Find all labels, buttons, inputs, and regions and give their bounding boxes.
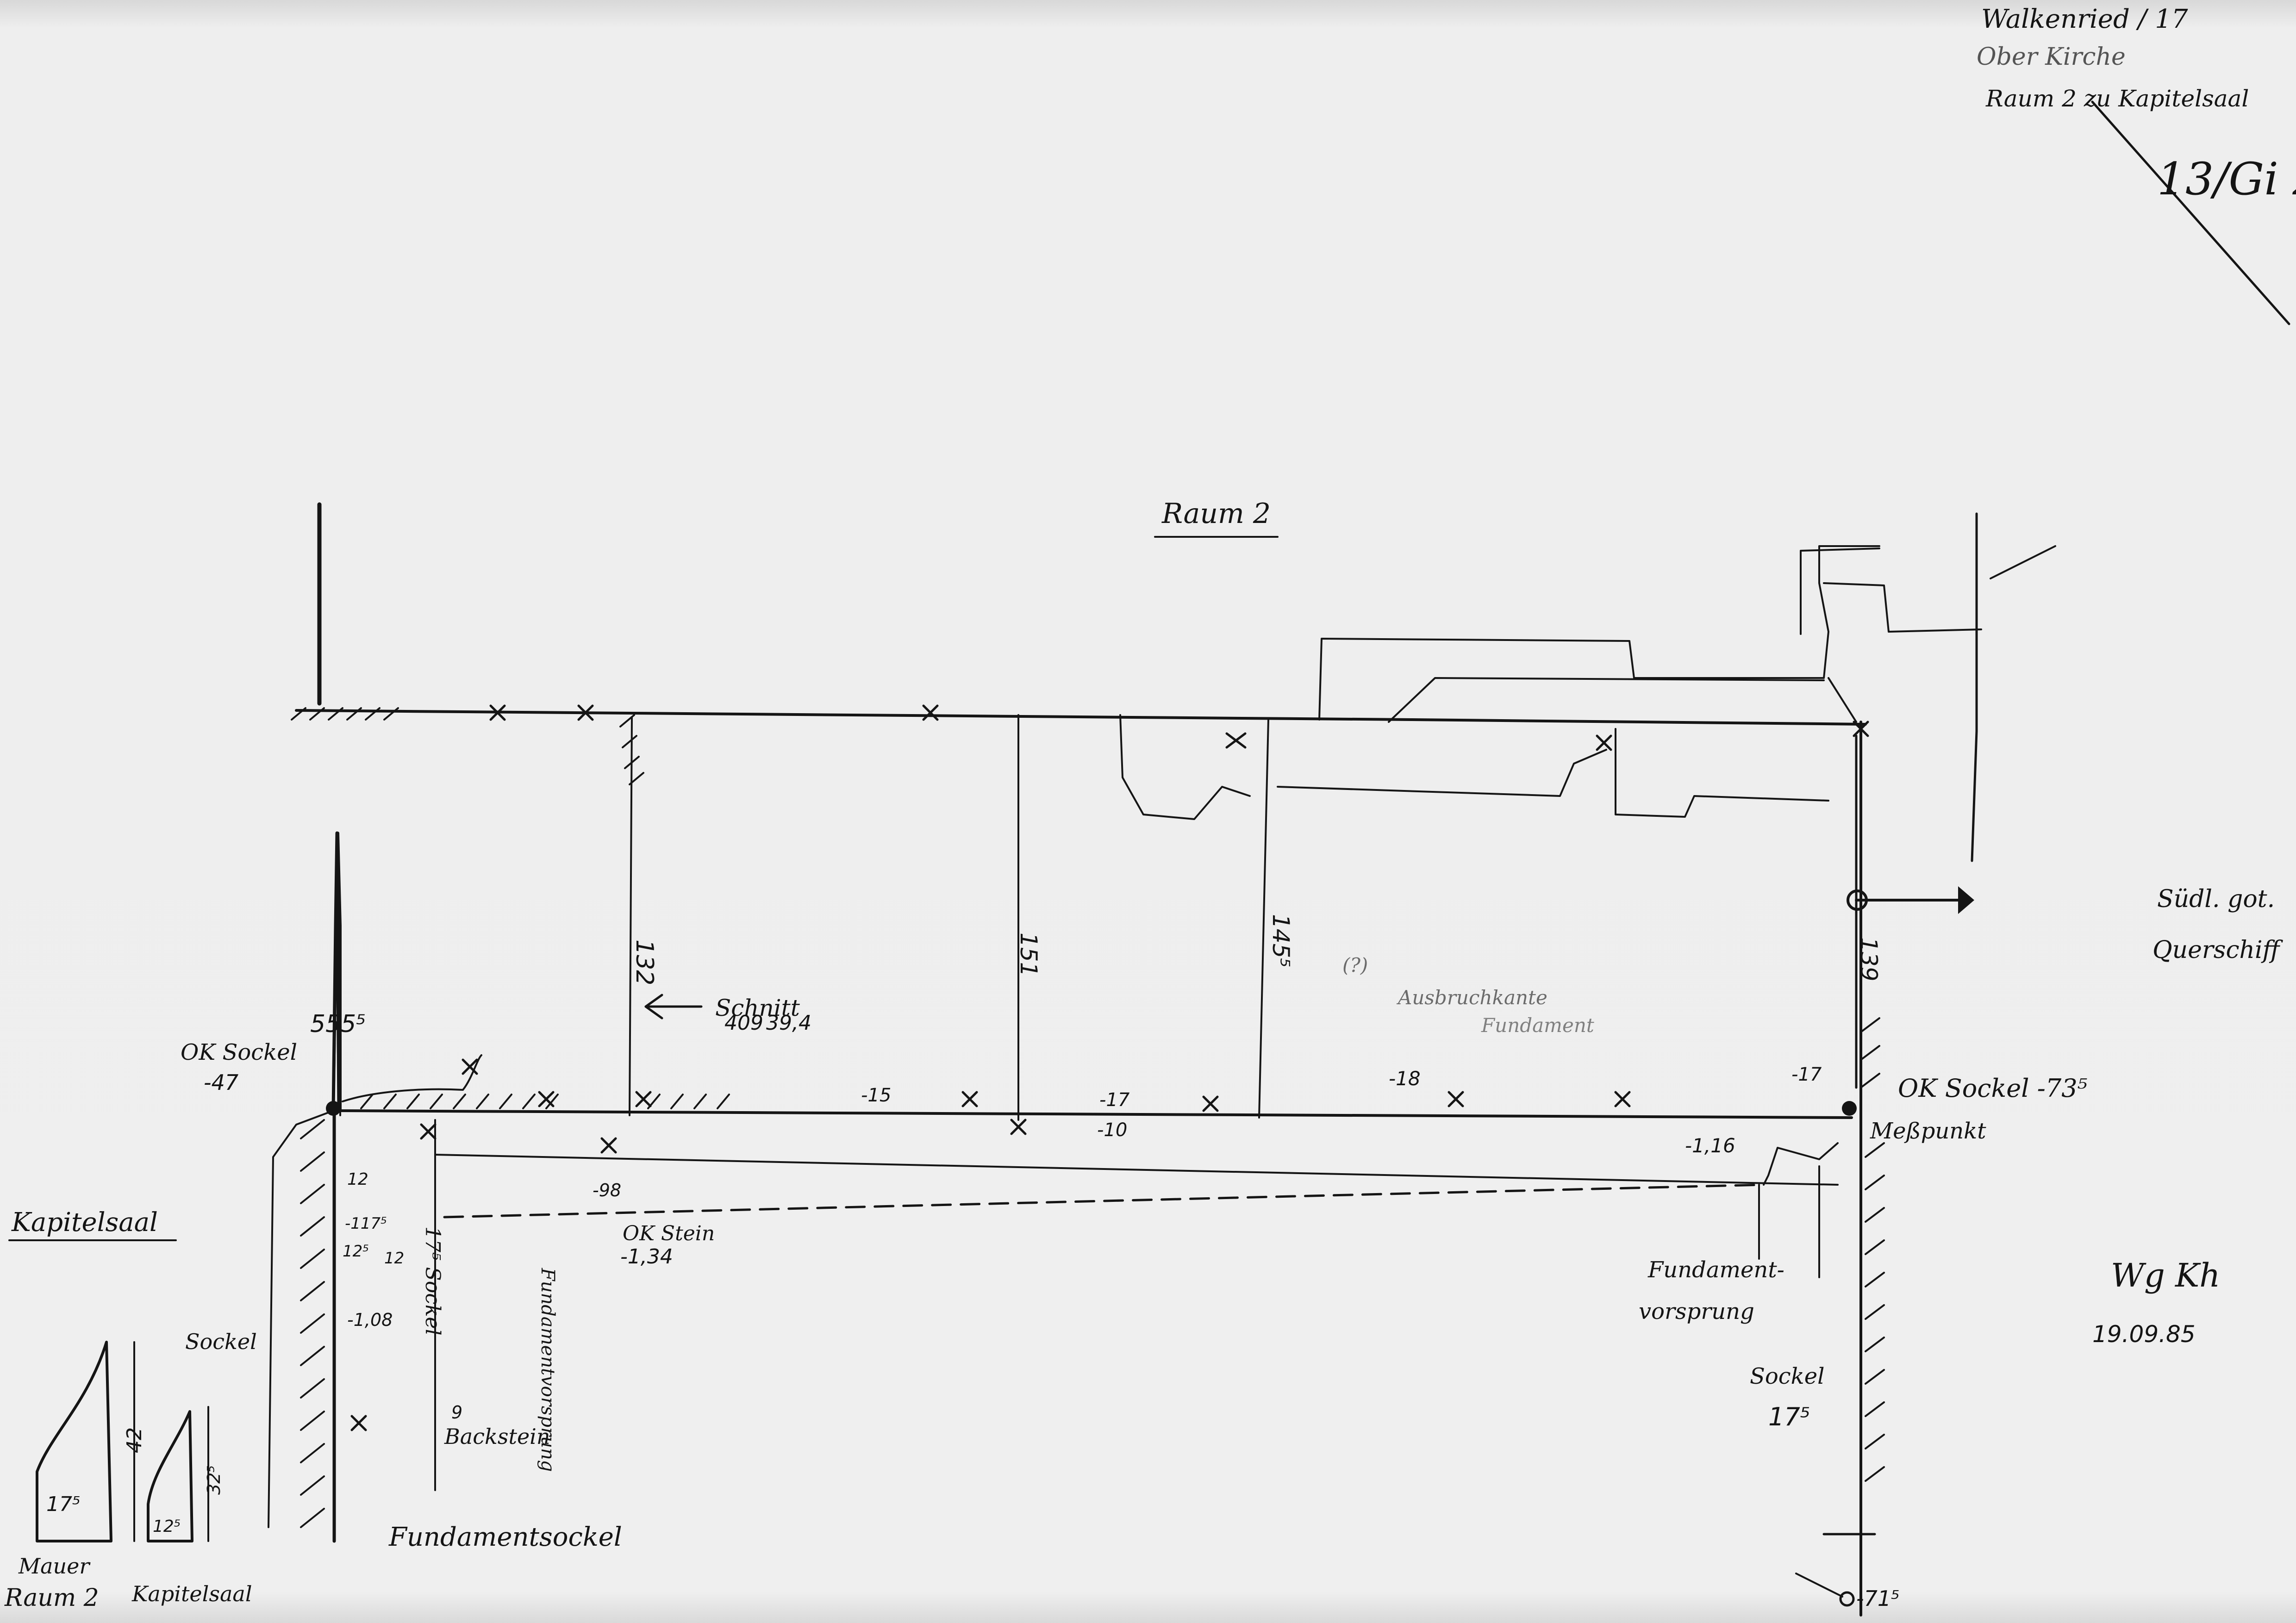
dim-139: 139 [1855,937,1882,981]
signature: Wg Kh [2111,1256,2220,1294]
faint-annotation-2: Ausbruchkante [1396,986,1547,1009]
dim-151: 151 [1015,933,1042,976]
sockel-right-value: 17⁵ [1768,1402,1810,1431]
dim-132: 132 [630,939,658,985]
profile-325: 32⁵ [204,1465,224,1495]
title-block: Walkenried / 17 Ober Kirche Raum 2 zu Ka… [1977,4,2296,325]
section-label: Schnitt [715,995,800,1021]
fundamentvorsprung-vertical: Fundamentvorsprung [537,1268,558,1472]
elev-116: -1,16 [1685,1134,1735,1157]
elev-10: -10 [1097,1119,1127,1141]
date: 19.09.85 [2092,1321,2196,1348]
faint-annotation-3: Fundament [1481,1014,1594,1037]
fundament-right-line2: vorsprung [1639,1299,1754,1325]
ok-stein-label: OK Stein [623,1222,715,1245]
fundament-right-line1: Fundament- [1647,1257,1784,1283]
width-125: 12⁵ [343,1242,369,1261]
elev-18: -18 [1389,1067,1421,1090]
profile-label-raum2: Raum 2 [4,1584,99,1612]
dim-394: 39,4 [766,1011,811,1035]
dimension-labels: 555⁵ 132 409 39,4 151 145⁵ 139 -15 -17 -… [46,914,1900,1611]
south-note-line1: Südl. got. [2157,885,2275,913]
elev-98: -98 [593,1180,621,1200]
faint-annotation-1: (?) [1342,954,1368,976]
dim-409: 409 [724,1011,763,1035]
profile-42: 42 [123,1427,146,1453]
width-1175: -117⁵ [345,1214,387,1233]
room-label: Raum 2 [1161,497,1271,530]
sockel-right-label: Sockel [1750,1363,1825,1389]
ok-sockel-left: OK Sockel [181,1039,297,1065]
annotations: Raum 2 Schnitt Kapitelsaal OK Sockel -47… [4,497,2284,1612]
header-line-2: Ober Kirche [1977,43,2126,71]
width-12b: 12 [384,1249,404,1268]
elev-15: -15 [861,1085,891,1106]
ok-sockel-right: OK Sockel -73⁵ [1898,1074,2087,1103]
elev-17a: -17 [1099,1089,1130,1111]
sockel-profiles [36,1341,209,1542]
profile-label-mauer: Mauer [18,1554,91,1579]
profile-125: 12⁵ [153,1517,181,1536]
backstein-label: Backstein [444,1424,550,1449]
messpunkt-label: Meßpunkt [1870,1118,1986,1144]
elev-715: -71⁵ [1856,1586,1900,1611]
kapitelsaal-label: Kapitelsaal [11,1207,158,1237]
sockel-vertical-label: 17⁵ Sockel [421,1226,444,1336]
header-line-1: Walkenried / 17 [1981,4,2188,34]
south-note-line2: Querschiff [2152,936,2284,964]
width-9: 9 [451,1402,462,1423]
top-left-measure: 555⁵ [310,1010,366,1038]
sockel-left-label: Sockel [185,1329,257,1354]
sheet-number: 13/Gi 2 [2157,153,2296,205]
wall-outline [268,502,2056,1617]
header-line-3: Raum 2 zu Kapitelsaal [1985,85,2249,112]
elev-108: -1,08 [347,1310,393,1330]
width-12a: 12 [347,1170,368,1189]
profile-175: 17⁵ [46,1492,81,1516]
dim-1455: 145⁵ [1267,914,1294,967]
fundamentsockel-label: Fundamentsockel [388,1522,622,1552]
profile-label-kapitelsaal: Kapitelsaal [131,1581,252,1606]
elev-17b: -17 [1791,1064,1822,1085]
ok-sockel-left-value: -47 [204,1070,238,1095]
ok-stein-value: -1,34 [620,1245,673,1269]
